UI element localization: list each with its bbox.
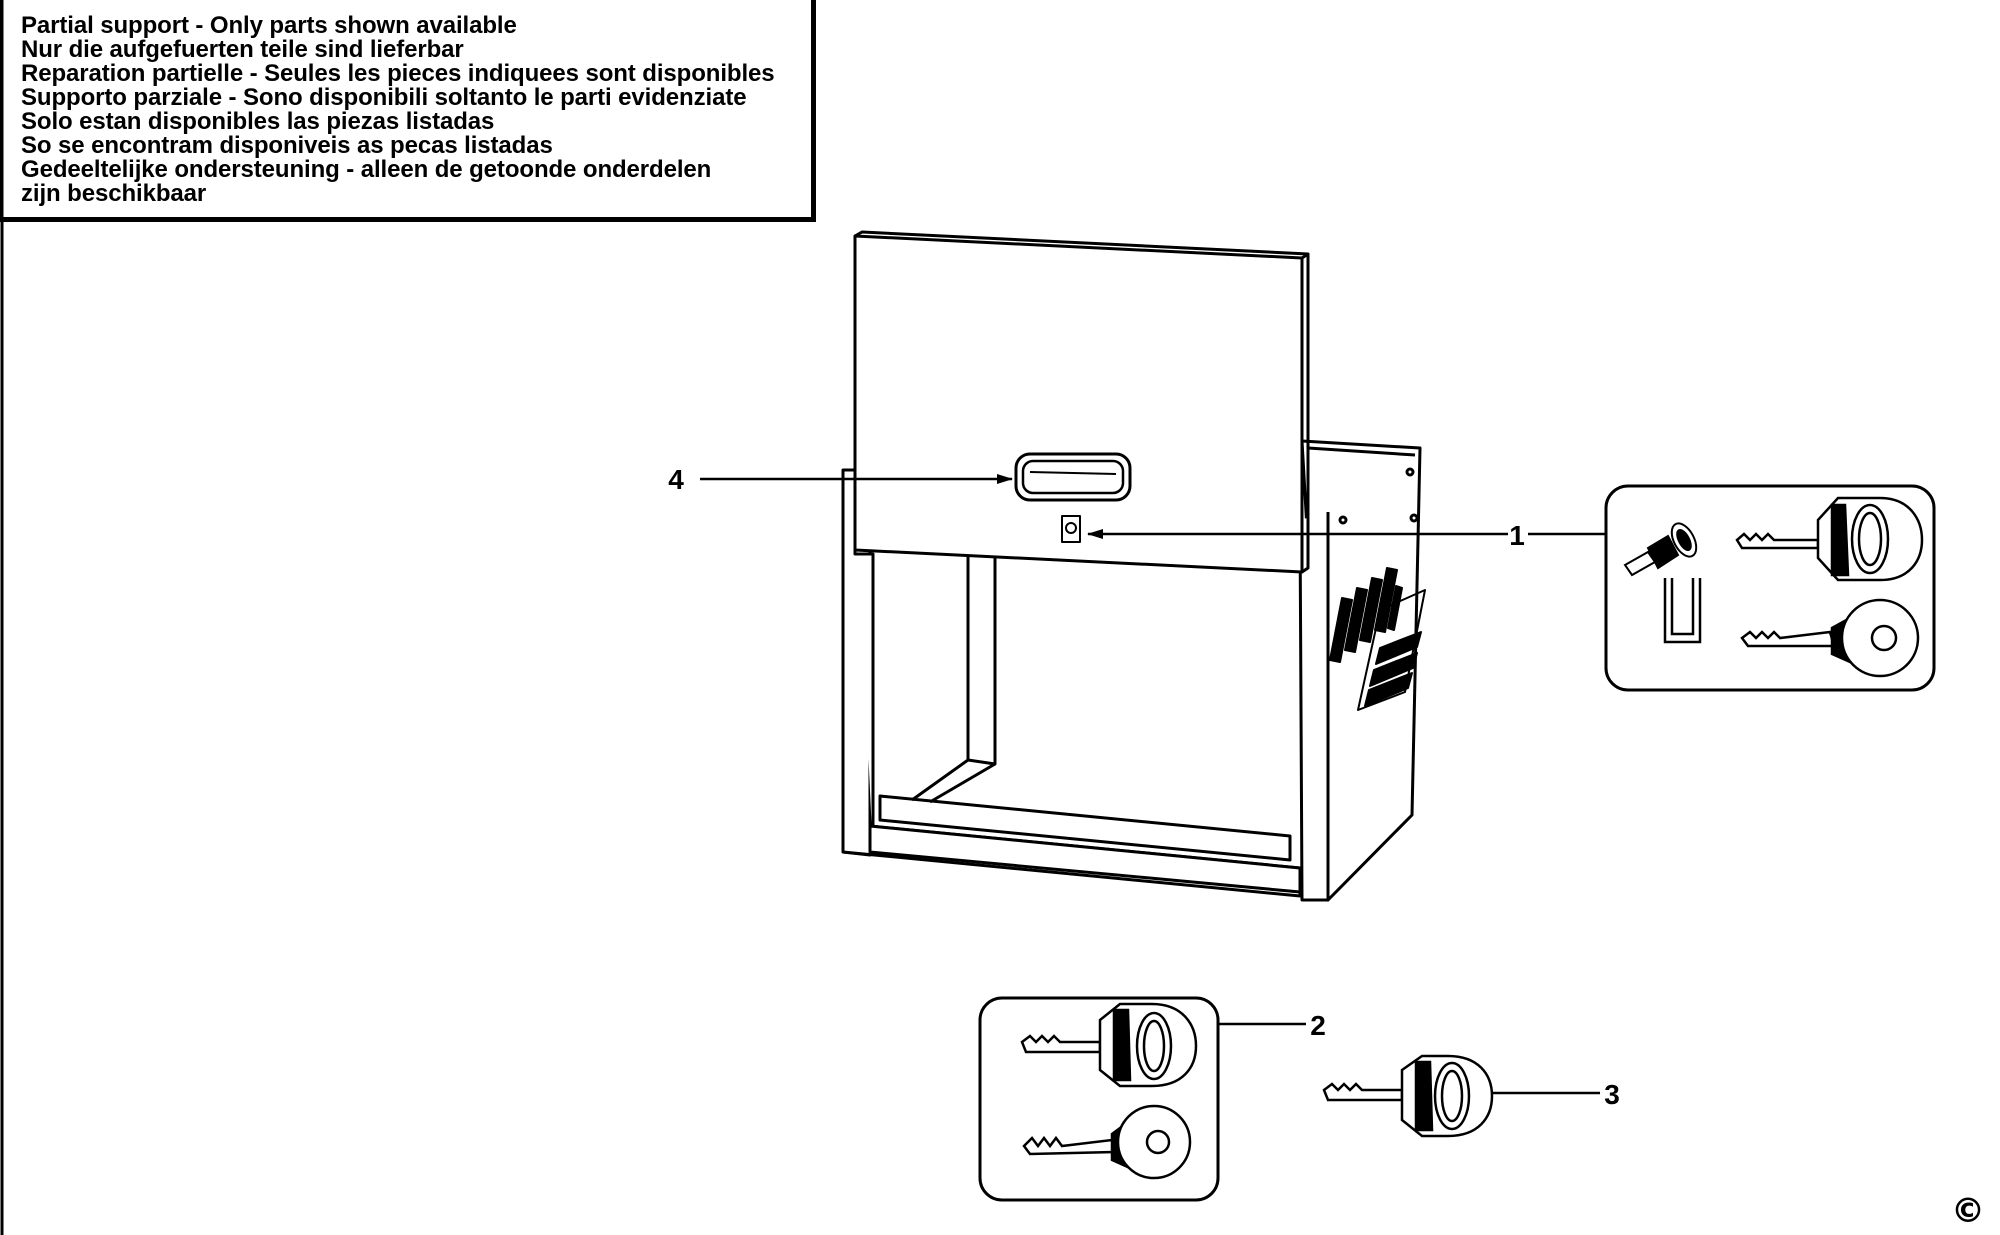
- notice-line-it: Supporto parziale - Sono disponibili sol…: [21, 84, 747, 111]
- callout-label-4: 4: [668, 464, 684, 495]
- key-icon: [1735, 496, 1924, 582]
- cabinet-drawing: [841, 230, 1426, 902]
- key-icon: [1740, 598, 1920, 678]
- notice-line-es: Solo estan disponibles las piezas listad…: [21, 108, 495, 135]
- drawer-handle: [1014, 452, 1132, 502]
- part3-key: [1322, 1054, 1494, 1138]
- callout-label-2: 2: [1310, 1010, 1326, 1041]
- part1-lock-kit-box: [1604, 484, 1936, 692]
- notice-line-nl-cont: zijn beschikbaar: [21, 180, 207, 207]
- key-icon: [1022, 1104, 1192, 1180]
- notice-line-de: Nur die aufgefuerten teile sind lieferba…: [21, 36, 464, 63]
- notice-line-pt: So se encontram disponiveis as pecas lis…: [21, 132, 553, 159]
- cabinet-rivet: [1405, 467, 1415, 477]
- callout-lines: [700, 474, 1606, 1095]
- cabinet-bottom-shelf: [878, 794, 1292, 862]
- key-icon: [1322, 1054, 1494, 1138]
- notice-line-fr: Reparation partielle - Seules les pieces…: [21, 60, 775, 87]
- cabinet-rivet: [1338, 515, 1348, 525]
- key-icon: [1020, 1002, 1198, 1088]
- drawer-lock: [1061, 515, 1081, 543]
- drawer-top-edge: [854, 230, 1310, 574]
- callout-label-1: 1: [1509, 520, 1525, 551]
- part2-key-set-box: [978, 996, 1220, 1202]
- notice-line-en: Partial support - Only parts shown avail…: [21, 12, 517, 39]
- lock-cylinder-icon: [1623, 522, 1698, 577]
- cabinet-shelf-diagonal: [911, 758, 996, 804]
- cabinet-back-post: [966, 556, 997, 766]
- lock-retaining-clip: [1663, 578, 1702, 644]
- cabinet-side-inner-edge: [1307, 446, 1416, 457]
- cabinet-rivet: [1409, 513, 1419, 523]
- side-panel-logo: [1329, 567, 1426, 711]
- partial-support-notice: Partial support - Only parts shown avail…: [0, 0, 816, 222]
- callout-label-3: 3: [1604, 1079, 1620, 1110]
- cabinet-bottom-base: [868, 824, 1302, 894]
- notice-line-nl: Gedeeltelijke ondersteuning - alleen de …: [21, 156, 712, 183]
- cabinet-front-right-post: [1298, 512, 1330, 902]
- copyright-mark: ©: [1951, 1191, 1985, 1231]
